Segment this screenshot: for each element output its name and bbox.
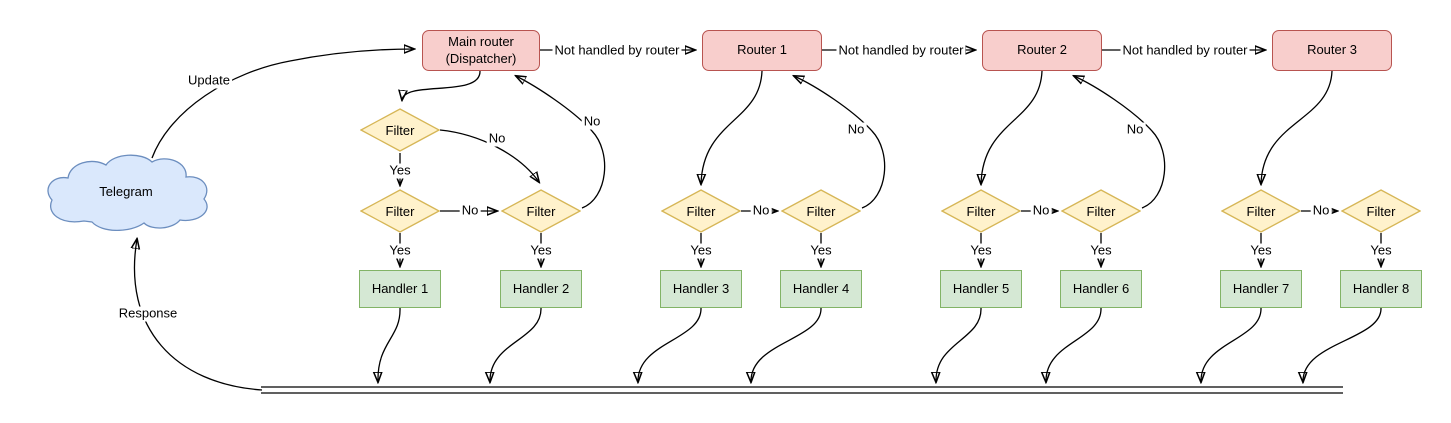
- yes-label: Yes: [1088, 242, 1114, 259]
- router2-node: Router 2: [982, 30, 1102, 71]
- edge-router2-to-filter: [981, 70, 1043, 184]
- edge-handler7-bus: [1201, 307, 1262, 382]
- edge-handler1-bus: [378, 307, 401, 382]
- edge-update: [151, 49, 414, 159]
- main-router-node: Main router (Dispatcher): [422, 30, 540, 71]
- filter-diamond-r2-2: Filter: [1060, 189, 1142, 233]
- no-label: No: [750, 202, 772, 219]
- yes-label: Yes: [528, 242, 554, 259]
- handler7-node: Handler 7: [1220, 270, 1302, 308]
- router3-label: Router 3: [1307, 42, 1357, 58]
- yes-label: Yes: [1248, 242, 1274, 259]
- edge-router1-to-filter: [701, 70, 763, 184]
- not-handled-label-2: Not handled by router: [836, 42, 966, 59]
- edge-handler6-bus: [1046, 307, 1102, 382]
- filter-label: Filter: [1086, 203, 1116, 219]
- router1-node: Router 1: [702, 30, 822, 71]
- telegram-label: Telegram: [99, 183, 153, 199]
- no-label: No: [1030, 202, 1052, 219]
- no-label: No: [581, 113, 603, 130]
- filter-diamond-main-1: Filter: [359, 189, 441, 233]
- filter-label: Filter: [1246, 203, 1276, 219]
- telegram-cloud: Telegram: [40, 151, 212, 232]
- handler3-label: Handler 3: [672, 280, 730, 296]
- edge-handler8-bus: [1303, 307, 1382, 382]
- main-router-label-line2: (Dispatcher): [445, 50, 517, 66]
- filter-label: Filter: [806, 203, 836, 219]
- filter-diamond-r2-1: Filter: [940, 189, 1022, 233]
- filter-label: Filter: [385, 203, 415, 219]
- edge-dispatcher-to-filter: [402, 70, 481, 100]
- handler7-label: Handler 7: [1232, 280, 1290, 296]
- response-edge-label: Response: [116, 305, 180, 322]
- yes-label: Yes: [968, 242, 994, 259]
- filter-label: Filter: [526, 203, 556, 219]
- filter-diamond-main-2: Filter: [500, 189, 582, 233]
- handler1-node: Handler 1: [359, 270, 441, 308]
- edge-router3-to-filter: [1261, 70, 1333, 184]
- handler8-label: Handler 8: [1352, 280, 1410, 296]
- handler4-label: Handler 4: [792, 280, 850, 296]
- filter-label: Filter: [1366, 203, 1396, 219]
- main-router-label-line1: Main router: [448, 34, 514, 50]
- filter-diamond-r3-1: Filter: [1220, 189, 1302, 233]
- edge-handler4-bus: [751, 307, 822, 382]
- edge-filter-no-curve-main: [439, 129, 539, 182]
- filter-label: Filter: [966, 203, 996, 219]
- no-label: No: [1310, 202, 1332, 219]
- edge-filter2-no-dispatcher: [516, 76, 606, 209]
- handler2-label: Handler 2: [512, 280, 570, 296]
- edge-filter4-no-router1: [794, 76, 886, 209]
- handler1-label: Handler 1: [371, 280, 429, 296]
- filter-label: Filter: [385, 122, 415, 138]
- no-label: No: [486, 130, 508, 147]
- no-label: No: [1124, 121, 1146, 138]
- filter-diamond-main-top: Filter: [359, 108, 441, 152]
- yes-label: Yes: [688, 242, 714, 259]
- handler5-label: Handler 5: [952, 280, 1010, 296]
- edge-response: [134, 239, 263, 391]
- router2-label: Router 2: [1017, 42, 1067, 58]
- edge-handler2-bus: [490, 307, 542, 382]
- yes-label: Yes: [387, 242, 413, 259]
- edge-handler3-bus: [638, 307, 702, 382]
- handler2-node: Handler 2: [500, 270, 582, 308]
- edge-filter6-no-router2: [1074, 76, 1166, 209]
- filter-label: Filter: [686, 203, 716, 219]
- yes-label: Yes: [387, 162, 413, 179]
- handler8-node: Handler 8: [1340, 270, 1422, 308]
- not-handled-label-1: Not handled by router: [552, 42, 682, 59]
- yes-label: Yes: [808, 242, 834, 259]
- no-label: No: [459, 202, 481, 219]
- handler3-node: Handler 3: [660, 270, 742, 308]
- router1-label: Router 1: [737, 42, 787, 58]
- handler6-label: Handler 6: [1072, 280, 1130, 296]
- edge-handler5-bus: [936, 307, 982, 382]
- cloud-shape: [47, 154, 208, 232]
- router3-node: Router 3: [1272, 30, 1392, 71]
- filter-diamond-r3-2: Filter: [1340, 189, 1422, 233]
- filter-diamond-r1-1: Filter: [660, 189, 742, 233]
- handler5-node: Handler 5: [940, 270, 1022, 308]
- filter-diamond-r1-2: Filter: [780, 189, 862, 233]
- handler4-node: Handler 4: [780, 270, 862, 308]
- update-edge-label: Update: [186, 72, 232, 89]
- yes-label: Yes: [1368, 242, 1394, 259]
- not-handled-label-3: Not handled by router: [1120, 42, 1250, 59]
- no-label: No: [845, 121, 867, 138]
- handler6-node: Handler 6: [1060, 270, 1142, 308]
